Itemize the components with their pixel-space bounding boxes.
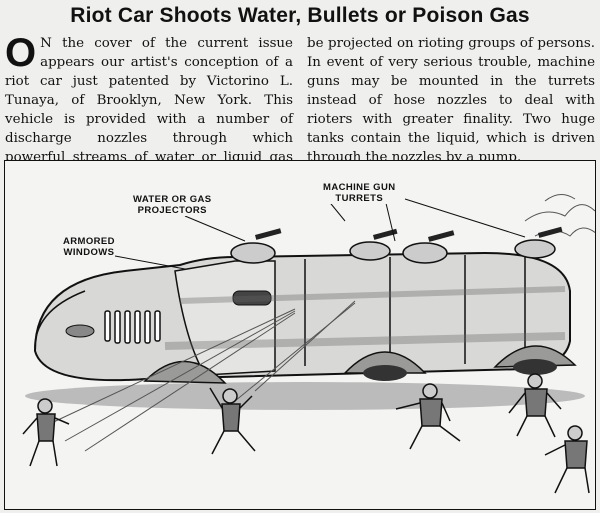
article-column-left: O N the cover of the current issue appea…	[5, 31, 293, 186]
column-right-text: be projected on rioting groups of person…	[307, 36, 595, 165]
drop-cap: O	[5, 31, 37, 75]
column-left-text: N the cover of the current issue appears…	[5, 36, 293, 184]
article-column-right: be projected on rioting groups of person…	[307, 34, 595, 167]
riot-car-illustration: WATER OR GAS PROJECTORS MACHINE GUN TURR…	[4, 160, 596, 510]
callout-armored-windows: ARMORED WINDOWS	[63, 236, 115, 258]
riot-car-drawing	[22, 194, 595, 494]
headline: Riot Car Shoots Water, Bullets or Poison…	[70, 4, 530, 27]
callout-water-gas-projectors: WATER OR GAS PROJECTORS	[133, 194, 212, 216]
callout-machine-gun-turrets: MACHINE GUN TURRETS	[323, 182, 396, 204]
